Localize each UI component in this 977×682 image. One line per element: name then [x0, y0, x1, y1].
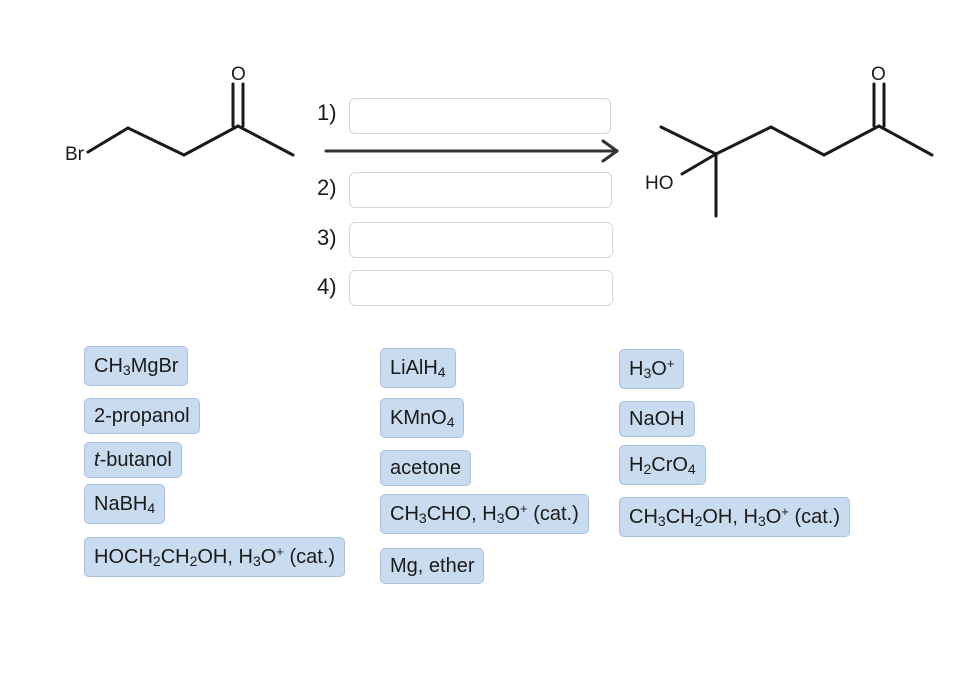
- reagent-subscript: 2: [643, 461, 652, 477]
- reagent-hoch2ch2oh-h3o[interactable]: HOCH2CH2OH, H3O+ (cat.): [84, 537, 346, 577]
- reagent-text: LiAlH: [390, 357, 438, 379]
- reagent-text: (cat.): [283, 546, 336, 568]
- reagent-text: O: [504, 503, 521, 525]
- step-1-drop-slot[interactable]: [349, 98, 611, 134]
- reagent-subscript: 2: [189, 553, 198, 569]
- reagent-subscript: 3: [757, 513, 766, 529]
- reagent-text: CH: [94, 355, 123, 377]
- reagent-text: O: [260, 546, 277, 568]
- reagent-subscript: 4: [437, 364, 446, 380]
- reagent-t-butanol[interactable]: t-butanol: [84, 442, 182, 478]
- reagent-text: 2-propanol: [94, 405, 190, 427]
- reagent-text: H: [629, 358, 644, 380]
- reagent-mg-ether[interactable]: Mg, ether: [380, 548, 485, 584]
- step-3-label: 3): [317, 225, 337, 250]
- reaction-arrow-line: [324, 139, 619, 163]
- reagent-ch3ch2oh-h3o[interactable]: CH3CH2OH, H3O+ (cat.): [619, 497, 851, 537]
- reactant-bonds: [86, 82, 295, 157]
- reagent-text: NaBH: [94, 493, 148, 515]
- reagent-lialh4[interactable]: LiAlH4: [380, 348, 456, 388]
- reagent-text: KMnO: [390, 407, 447, 429]
- reagent-text: (cat.): [527, 503, 579, 525]
- step-3-drop-slot[interactable]: [349, 222, 613, 258]
- reagent-subscript: 3: [418, 510, 427, 526]
- reagent-superscript: +: [781, 504, 789, 519]
- reagent-text: CHO, H: [426, 503, 497, 525]
- reagent-kmno4[interactable]: KMnO4: [380, 398, 465, 438]
- reagent-text: CH: [160, 546, 190, 568]
- reagent-subscript: 3: [496, 510, 505, 526]
- reagent-text: HOCH: [94, 546, 153, 568]
- reagent-subscript: 3: [122, 362, 131, 378]
- reagent-text: NaOH: [629, 408, 685, 430]
- reagent-subscript: 4: [446, 414, 455, 430]
- reagent-text: MgBr: [130, 355, 179, 377]
- reagent-superscript: +: [666, 356, 675, 371]
- reactant-bromine-label: Br: [65, 144, 85, 165]
- reagent-italic-prefix: t: [94, 449, 100, 471]
- reagent-text: CH: [665, 506, 695, 528]
- step-2-drop-slot[interactable]: [349, 172, 612, 208]
- reagent-ch3cho-h3o[interactable]: CH3CHO, H3O+ (cat.): [380, 494, 589, 534]
- reagent-superscript: +: [276, 544, 284, 559]
- reagent-naoh[interactable]: NaOH: [619, 401, 695, 437]
- reagent-acetone[interactable]: acetone: [380, 450, 472, 486]
- reagent-text: Mg, ether: [390, 555, 475, 577]
- step-1-label: 1): [317, 100, 337, 125]
- reagent-text: O: [765, 506, 782, 528]
- reagent-text: CrO: [651, 454, 688, 476]
- product-hydroxyl-label: HO: [645, 173, 674, 194]
- reagent-text: O: [651, 358, 667, 380]
- reagent-2-propanol[interactable]: 2-propanol: [84, 398, 200, 434]
- reagent-text: (cat.): [788, 506, 841, 528]
- reagent-text: H: [629, 454, 644, 476]
- reagent-text: CH: [629, 506, 658, 528]
- reagent-subscript: 3: [657, 513, 666, 529]
- reagent-subscript: 4: [147, 500, 156, 516]
- step-4-label: 4): [317, 274, 337, 299]
- reagent-text: OH, H: [197, 546, 253, 568]
- product-oxygen-label: O: [871, 64, 886, 85]
- reagent-subscript: 2: [152, 553, 161, 569]
- step-2-label: 2): [317, 175, 337, 200]
- reagent-text: acetone: [390, 457, 462, 479]
- reagent-nabh4[interactable]: NaBH4: [84, 484, 166, 524]
- reagent-h3o-plus[interactable]: H3O+: [619, 349, 685, 389]
- reagent-h2cro4[interactable]: H2CrO4: [619, 445, 706, 485]
- reactant-oxygen-label: O: [231, 64, 246, 85]
- reagent-subscript: 3: [643, 365, 652, 381]
- reagent-text: OH, H: [702, 506, 758, 528]
- reagent-ch3mgbr[interactable]: CH3MgBr: [84, 346, 189, 386]
- product-bonds: [659, 82, 934, 218]
- step-4-drop-slot[interactable]: [349, 270, 613, 306]
- reagent-subscript: 2: [694, 513, 703, 529]
- reagent-subscript: 3: [252, 553, 261, 569]
- reagent-text: CH: [390, 503, 419, 525]
- reagent-superscript: +: [520, 501, 528, 516]
- reagent-text: -butanol: [99, 449, 172, 471]
- reagent-subscript: 4: [687, 461, 696, 477]
